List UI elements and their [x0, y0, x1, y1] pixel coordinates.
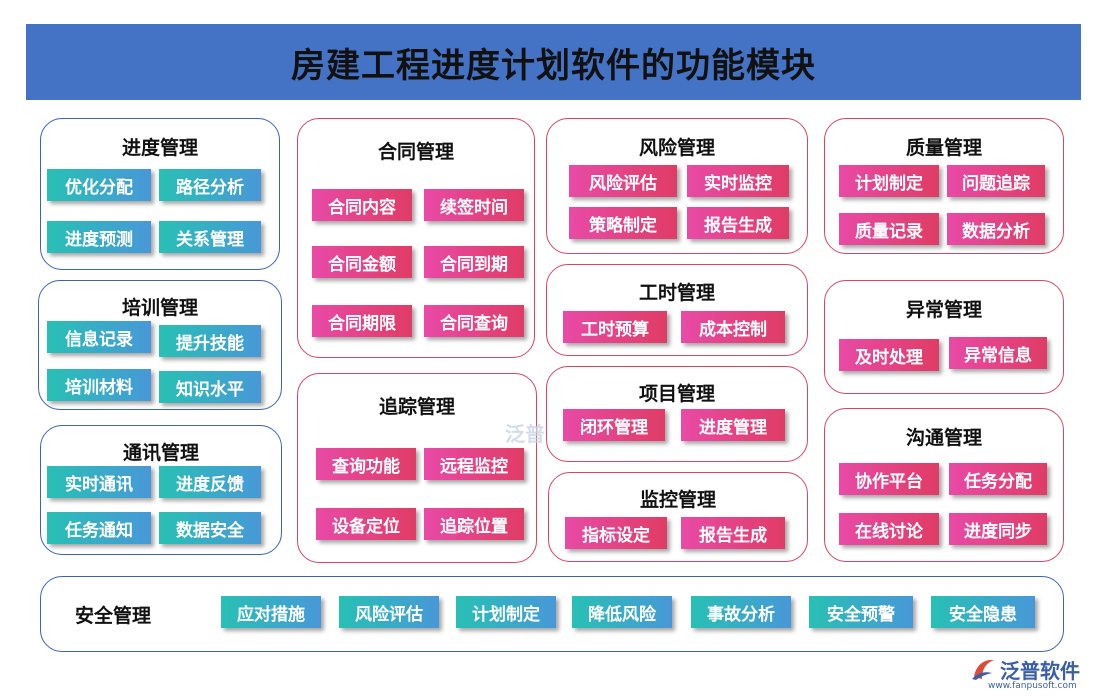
module-title: 进度管理 [121, 137, 198, 159]
module-progress: 进度管理 优化分配 路径分析 进度预测 关系管理 [40, 118, 280, 270]
feature-chip: 成本控制 [681, 311, 785, 343]
feature-chip: 风险评估 [339, 596, 439, 628]
module-communication: 通讯管理 实时通讯 进度反馈 任务通知 数据安全 [40, 425, 282, 555]
module-title: 异常管理 [905, 299, 982, 321]
logo-url: www.fanpusoft.com [988, 681, 1077, 691]
feature-chip: 培训材料 [47, 369, 151, 401]
feature-chip: 进度同步 [949, 513, 1047, 545]
feature-chip: 指标设定 [565, 517, 667, 549]
module-risk: 风险管理 风险评估 实时监控 策略制定 报告生成 [546, 118, 808, 254]
feature-chip: 计划制定 [456, 596, 556, 628]
feature-chip: 质量记录 [839, 213, 939, 245]
feature-chip: 合同金额 [312, 246, 412, 278]
feature-chip: 计划制定 [839, 165, 939, 197]
module-title: 安全管理 [75, 605, 152, 627]
fanpu-logo-icon [972, 659, 994, 680]
feature-chip: 信息记录 [47, 321, 151, 353]
feature-chip: 实时通讯 [47, 466, 151, 498]
feature-chip: 风险评估 [569, 165, 677, 197]
module-tracking: 追踪管理 查询功能 远程监控 设备定位 追踪位置 [297, 373, 537, 563]
logo-name: 泛普软件 [1000, 659, 1080, 683]
brand-logo: 泛普软件 www.fanpusoft.com [968, 655, 1096, 695]
module-quality: 质量管理 计划制定 问题追踪 质量记录 数据分析 [824, 118, 1064, 254]
feature-chip: 知识水平 [159, 371, 261, 403]
feature-chip: 追踪位置 [424, 508, 524, 540]
feature-chip: 进度管理 [681, 409, 785, 441]
feature-chip: 数据安全 [159, 512, 261, 544]
feature-chip: 合同内容 [312, 189, 412, 221]
feature-chip: 数据分析 [947, 213, 1045, 245]
module-title: 风险管理 [638, 137, 715, 159]
feature-chip: 提升技能 [159, 325, 261, 357]
module-exception: 异常管理 及时处理 异常信息 [824, 280, 1064, 394]
module-title: 培训管理 [121, 297, 198, 319]
feature-chip: 应对措施 [221, 596, 321, 628]
feature-chip: 合同到期 [424, 246, 524, 278]
feature-chip: 报告生成 [687, 207, 789, 239]
module-safety: 安全管理 应对措施 风险评估 计划制定 降低风险 事故分析 安全预警 安全隐患 [40, 576, 1064, 652]
feature-chip: 降低风险 [572, 596, 672, 628]
feature-chip: 优化分配 [47, 169, 151, 201]
feature-chip: 路径分析 [159, 169, 261, 201]
module-title: 通讯管理 [122, 442, 199, 464]
feature-chip: 异常信息 [949, 337, 1047, 369]
feature-chip: 闭环管理 [563, 409, 665, 441]
feature-chip: 续签时间 [424, 189, 524, 221]
feature-chip: 报告生成 [681, 517, 785, 549]
feature-chip: 实时监控 [687, 165, 789, 197]
feature-chip: 关系管理 [159, 221, 261, 253]
feature-chip: 任务通知 [47, 512, 151, 544]
feature-chip: 进度反馈 [159, 466, 261, 498]
feature-chip: 设备定位 [316, 508, 416, 540]
module-collaboration: 沟通管理 协作平台 任务分配 在线讨论 进度同步 [824, 408, 1064, 562]
watermark: 泛普 [505, 422, 545, 446]
module-title: 项目管理 [638, 383, 715, 405]
feature-chip: 事故分析 [691, 596, 791, 628]
module-title: 监控管理 [639, 489, 716, 511]
module-worktime: 工时管理 工时预算 成本控制 [546, 264, 808, 356]
module-title: 沟通管理 [905, 427, 982, 449]
feature-chip: 进度预测 [47, 221, 151, 253]
feature-chip: 安全预警 [809, 596, 913, 628]
module-project: 项目管理 闭环管理 进度管理 [546, 366, 808, 462]
module-title: 质量管理 [905, 137, 982, 159]
feature-chip: 策略制定 [569, 207, 677, 239]
feature-chip: 及时处理 [839, 339, 939, 371]
feature-chip: 在线讨论 [839, 513, 939, 545]
module-title: 合同管理 [377, 141, 454, 163]
page-title: 房建工程进度计划软件的功能模块 [291, 45, 816, 86]
feature-chip: 协作平台 [839, 463, 939, 495]
feature-chip: 安全隐患 [931, 596, 1035, 628]
feature-chip: 合同期限 [312, 305, 412, 337]
module-title: 追踪管理 [378, 396, 455, 418]
title-bar: 房建工程进度计划软件的功能模块 [26, 24, 1081, 100]
feature-chip: 任务分配 [949, 463, 1047, 495]
feature-chip: 合同查询 [424, 305, 524, 337]
module-title: 工时管理 [638, 282, 715, 304]
feature-chip: 问题追踪 [947, 165, 1045, 197]
feature-chip: 查询功能 [316, 448, 416, 480]
module-training: 培训管理 信息记录 提升技能 培训材料 知识水平 [38, 280, 282, 410]
feature-chip: 远程监控 [424, 448, 524, 480]
feature-chip: 工时预算 [563, 311, 667, 343]
module-contract: 合同管理 合同内容 续签时间 合同金额 合同到期 合同期限 合同查询 [297, 118, 535, 358]
module-monitoring: 监控管理 指标设定 报告生成 [548, 472, 808, 562]
